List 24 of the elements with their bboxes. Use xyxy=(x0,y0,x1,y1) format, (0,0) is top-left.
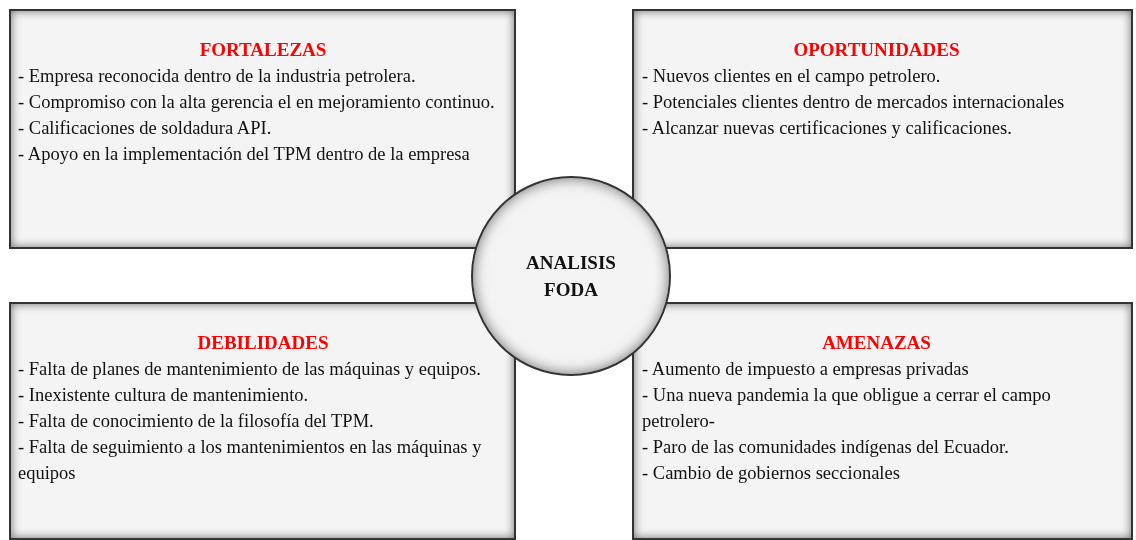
bullet-text: - Inexistente cultura de mantenimiento. xyxy=(18,384,310,407)
bullet-text: - Apoyo en la implementación del TPM dentro de la empresa xyxy=(18,143,471,166)
box-heading: OPORTUNIDADES xyxy=(792,38,961,62)
swot-box xyxy=(632,9,1133,249)
swot-box xyxy=(9,9,516,249)
bullet-text: - Calificaciones de soldadura API. xyxy=(18,117,273,140)
bullet-text: - Falta de conocimiento de la filosofía del TPM. xyxy=(18,410,375,433)
bullet-text: - Potenciales clientes dentro de mercados internacionales xyxy=(642,91,1066,114)
bullet-text: - Compromiso con la alta gerencia el en mejoramiento continuo. xyxy=(18,91,496,114)
bullet-text: - Una nueva pandemia la que obligue a cerrar el campo petrolero- xyxy=(642,384,1052,433)
bullet-text: - Aumento de impuesto a empresas privadas xyxy=(642,358,970,381)
box-heading: AMENAZAS xyxy=(821,331,932,355)
bullet-text: - Alcanzar nuevas certificaciones y calificaciones. xyxy=(642,117,1013,140)
bullet-text: - Falta de planes de mantenimiento de las máquinas y equipos. xyxy=(18,358,482,381)
bullet-text: - Paro de las comunidades indígenas del Ecuador. xyxy=(642,436,1010,459)
swot-box xyxy=(632,302,1133,540)
bullet-text: - Empresa reconocida dentro de la industria petrolera. xyxy=(18,65,417,88)
bullet-text: - Cambio de gobiernos seccionales xyxy=(642,462,901,485)
box-heading: DEBILIDADES xyxy=(196,331,330,355)
circle-title: ANALISIS FODA xyxy=(525,251,617,302)
box-heading: FORTALEZAS xyxy=(198,38,328,62)
swot-box xyxy=(9,302,516,540)
bullet-text: - Falta de seguimiento a los mantenimientos en las máquinas y equipos xyxy=(18,436,483,485)
bullet-text: - Nuevos clientes en el campo petrolero. xyxy=(642,65,942,88)
